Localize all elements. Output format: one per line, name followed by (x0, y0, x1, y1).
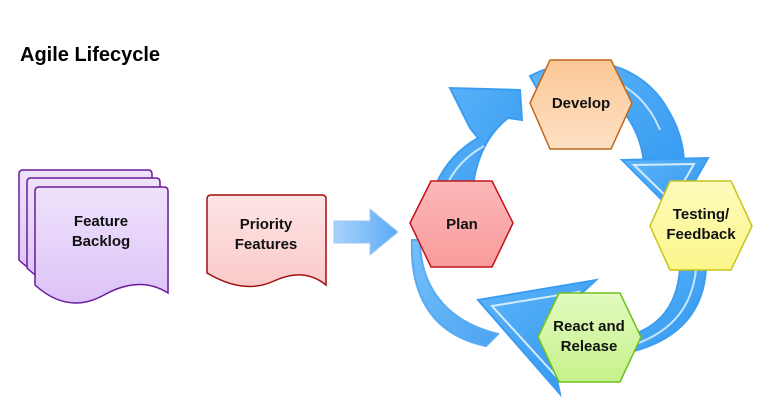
priority-features-label-line1: Priority (240, 216, 293, 233)
phase-develop[interactable]: Develop (529, 59, 633, 150)
phase-plan-label: Plan (446, 216, 478, 233)
cycle-arrow-release-to-plan (410, 239, 600, 398)
phase-release-label-line2: Release (561, 338, 618, 355)
phase-testing-label-line1: Testing/ (673, 206, 730, 223)
phase-release-label-line1: React and (553, 318, 625, 335)
diagram-title: Agile Lifecycle (20, 44, 161, 66)
phase-testing-feedback[interactable]: Testing/ Feedback (649, 180, 753, 271)
phase-plan[interactable]: Plan (409, 180, 514, 268)
priority-features-document: Priority Features (206, 194, 327, 288)
phase-testing-label-line2: Feedback (666, 226, 736, 243)
flow-arrow-icon (333, 207, 399, 257)
priority-features-label-line2: Features (235, 236, 298, 253)
feature-backlog-label-line1: Feature (74, 213, 128, 230)
feature-backlog-label-line2: Backlog (72, 233, 130, 250)
phase-develop-label: Develop (552, 95, 610, 112)
phase-react-release[interactable]: React and Release (537, 292, 642, 383)
feature-backlog-document: Feature Backlog (18, 169, 169, 304)
